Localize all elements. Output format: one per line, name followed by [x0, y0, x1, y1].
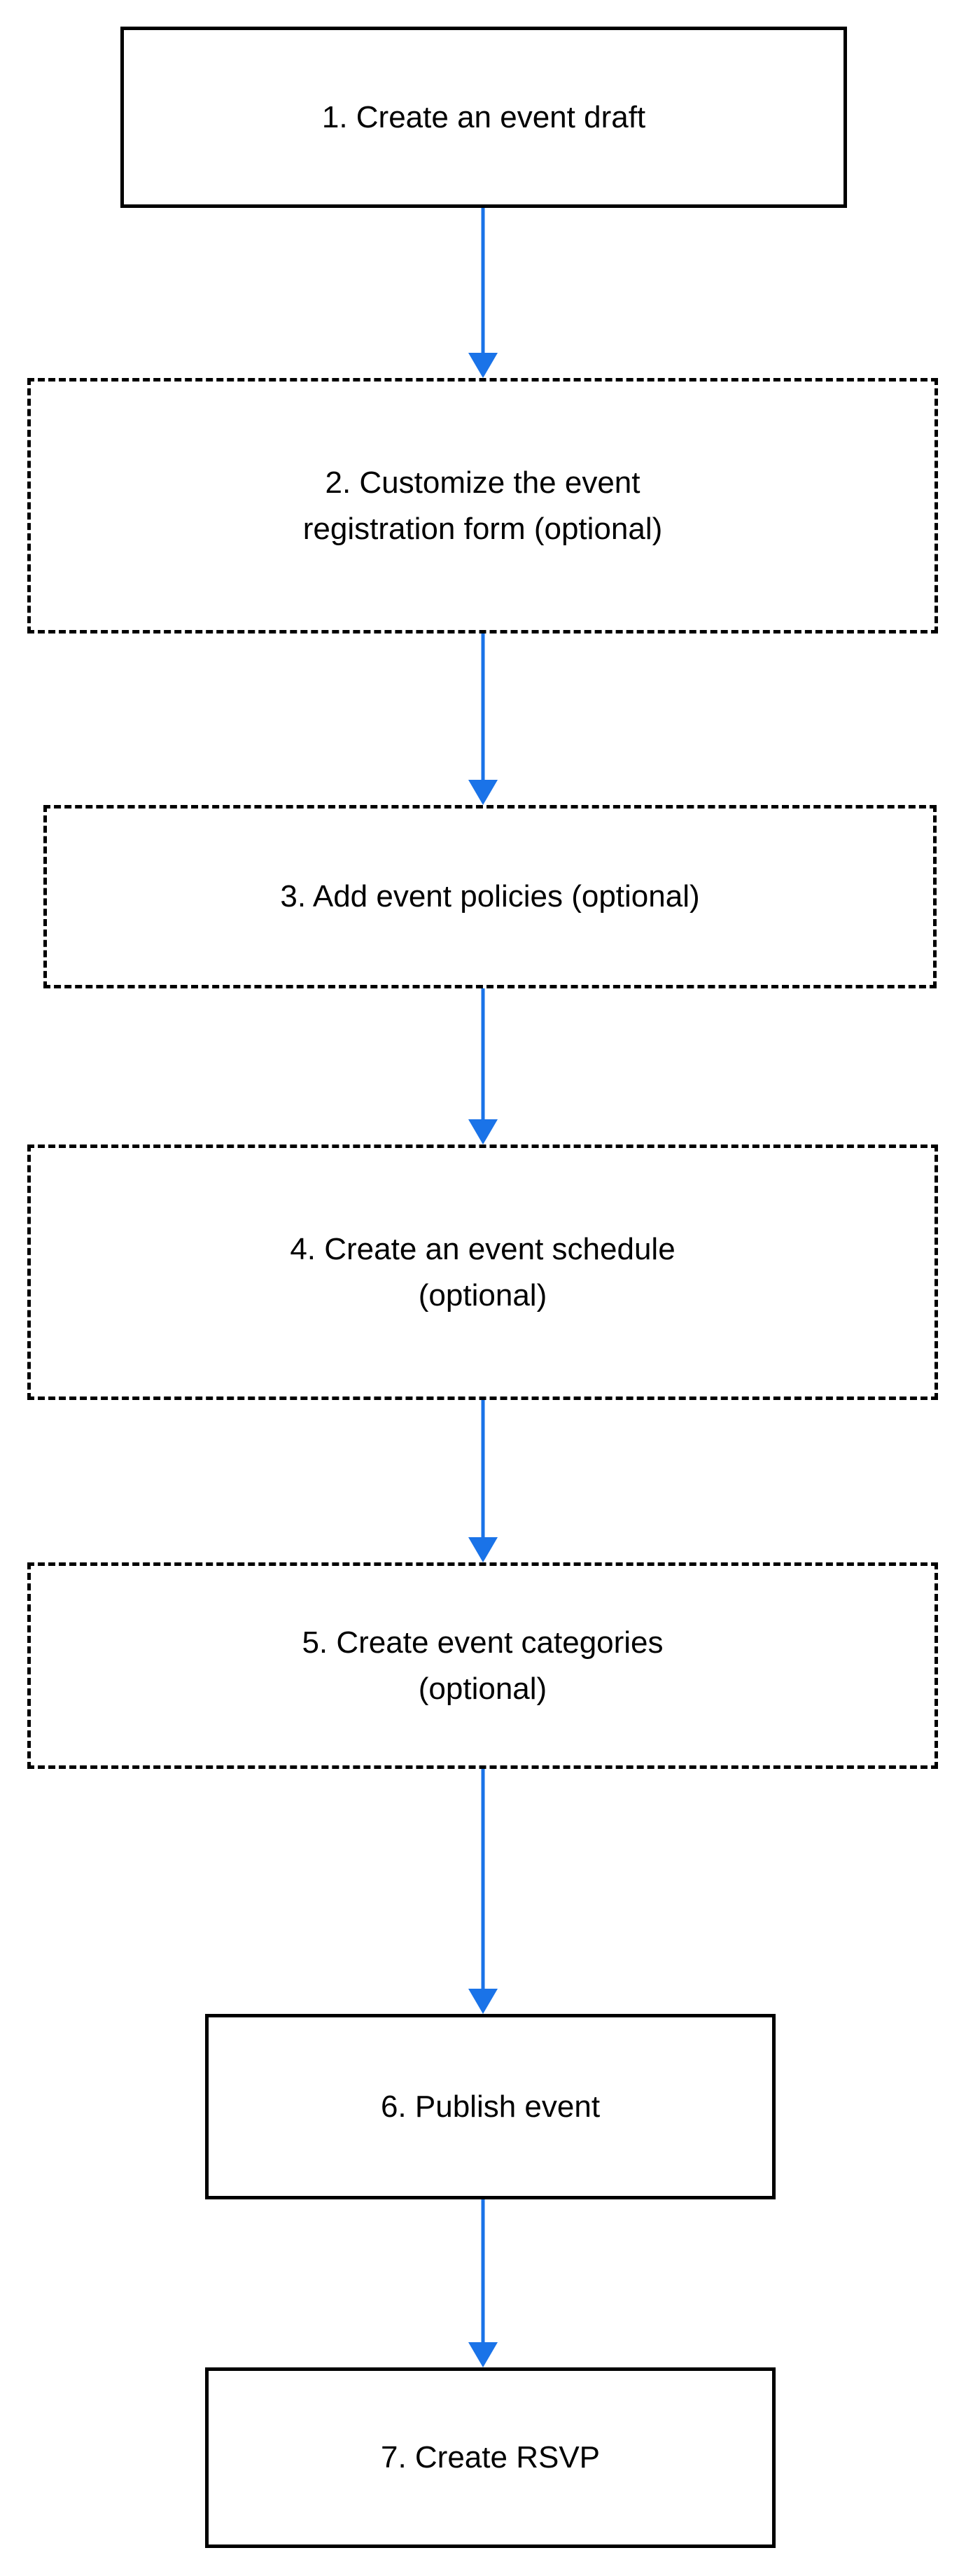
arrow-6-7 [468, 2199, 498, 2367]
flow-node-3[interactable]: 3. Add event policies (optional) [43, 805, 937, 988]
flow-node-5[interactable]: 5. Create event categories (optional) [27, 1562, 938, 1769]
flow-node-1[interactable]: 1. Create an event draft [120, 27, 847, 208]
flow-node-label-4: 4. Create an event schedule (optional) [290, 1231, 676, 1312]
flow-node-4[interactable]: 4. Create an event schedule (optional) [27, 1144, 938, 1400]
flow-node-label-6: 6. Publish event [380, 2089, 601, 2124]
arrow-2-3 [468, 634, 498, 805]
flow-node-label-5: 5. Create event categories (optional) [302, 1625, 664, 1706]
arrow-6-7-arrowhead-icon [468, 2342, 498, 2367]
flow-node-label-7: 7. Create RSVP [380, 2440, 601, 2474]
arrow-4-5 [468, 1400, 498, 1562]
flow-node-2[interactable]: 2. Customize the event registration form… [27, 378, 938, 634]
flow-node-6[interactable]: 6. Publish event [205, 2014, 776, 2199]
arrow-1-2 [468, 208, 498, 378]
arrow-3-4 [468, 988, 498, 1144]
flow-node-7[interactable]: 7. Create RSVP [205, 2367, 776, 2548]
arrow-4-5-arrowhead-icon [468, 1537, 498, 1562]
arrow-2-3-arrowhead-icon [468, 780, 498, 805]
flow-node-label-1: 1. Create an event draft [321, 99, 646, 134]
flow-node-label-3: 3. Add event policies (optional) [280, 879, 700, 913]
arrow-1-2-arrowhead-icon [468, 353, 498, 378]
arrow-3-4-arrowhead-icon [468, 1119, 498, 1144]
arrow-5-6-arrowhead-icon [468, 1989, 498, 2014]
flow-node-label-2: 2. Customize the event registration form… [302, 465, 663, 546]
arrow-5-6 [468, 1769, 498, 2014]
